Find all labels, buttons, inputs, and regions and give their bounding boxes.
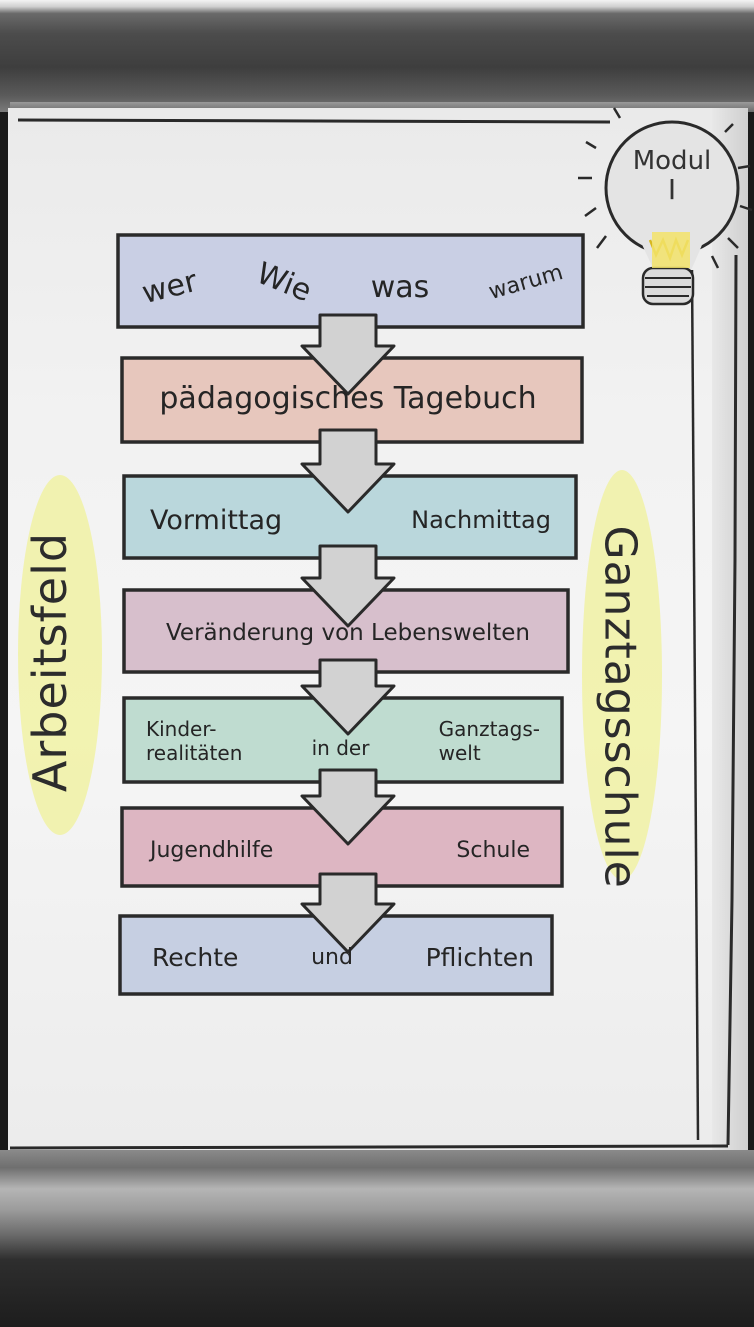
top-rail-lip xyxy=(10,102,754,112)
box-4-word-1: Veränderung von Lebenswelten xyxy=(165,620,531,646)
box-6-text: Jugendhilfe Schule xyxy=(128,814,558,886)
box-5-right: Ganztags- welt xyxy=(439,717,540,765)
box-5-word-4: Ganztags- xyxy=(438,717,540,741)
flipchart-top-rail xyxy=(0,0,754,112)
box-4-text: Veränderung von Lebenswelten xyxy=(128,592,568,674)
box-2-text: pädagogisches Tagebuch xyxy=(128,356,568,441)
bulb-label-line1: Modul xyxy=(632,146,712,176)
box-7-word-2: und xyxy=(311,945,353,970)
flow-arrow-4 xyxy=(300,658,396,736)
box-6-word-1: Jugendhilfe xyxy=(150,837,274,863)
box-5-text: Kinder- realitäten in der Ganztags- welt xyxy=(128,700,558,782)
flow-arrow-5 xyxy=(300,768,396,846)
side-label-right: Ganztagsschule xyxy=(594,525,646,889)
box-5-word-3: in der xyxy=(311,736,370,760)
flow-arrow-3 xyxy=(300,544,396,628)
flow-box-1 xyxy=(116,233,585,329)
flow-arrow-6 xyxy=(300,872,396,954)
frame-inner-right-line xyxy=(690,269,700,1141)
box-5-left: Kinder- realitäten xyxy=(146,717,242,765)
box-5-word-2: realitäten xyxy=(146,741,243,765)
box-7-text: Rechte und Pflichten xyxy=(128,920,548,995)
box-7-word-3: Pflichten xyxy=(425,943,534,972)
box-1-word-4: warum xyxy=(486,260,566,305)
box-5-word-5: welt xyxy=(438,741,481,765)
box-3-text: Vormittag Nachmittag xyxy=(128,480,573,560)
frame-right-line xyxy=(726,254,738,1146)
flipchart-bottom-rail xyxy=(0,1150,754,1327)
box-3-word-2: Nachmittag xyxy=(411,506,551,534)
bulb-label-line2: I xyxy=(667,173,677,206)
box-6-word-2: Schule xyxy=(456,837,530,863)
light-bulb-icon xyxy=(578,107,753,306)
box-1-word-3: was xyxy=(370,270,430,305)
box-1-text: wer Wie was warum xyxy=(128,240,578,325)
box-7-word-1: Rechte xyxy=(152,943,239,972)
flow-arrow-1 xyxy=(300,313,396,396)
box-1-word-2: Wie xyxy=(251,255,317,310)
side-label-left: Arbeitsfeld xyxy=(23,531,77,793)
bulb-label: Modul I xyxy=(622,148,722,204)
highlight-right xyxy=(582,470,662,880)
box-2-word-1: pädagogisches Tagebuch xyxy=(159,381,537,416)
box-5-word-1: Kinder- xyxy=(146,717,217,741)
frame-top-line xyxy=(17,118,611,124)
box-1-word-1: wer xyxy=(138,263,201,312)
frame-bottom-line xyxy=(9,1144,729,1150)
flow-arrow-2 xyxy=(300,428,396,514)
highlight-left xyxy=(18,475,102,835)
box-3-word-1: Vormittag xyxy=(150,504,283,536)
